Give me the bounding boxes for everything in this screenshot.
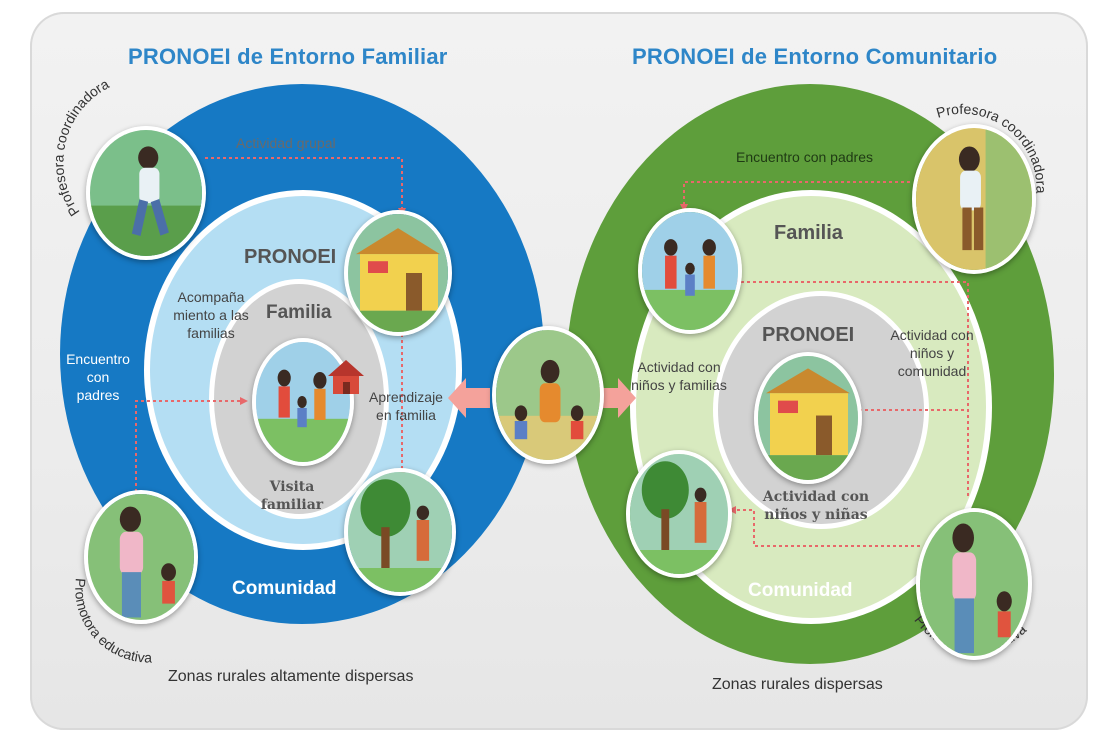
photo-school-building [754,352,862,484]
left-actividad-grupal: Actividad grupal [236,135,336,151]
photo-teacher-walking [912,124,1036,274]
photo-promoter-woman [84,490,198,624]
left-comunidad-label: Comunidad [232,578,337,599]
left-aprendizaje: Aprendizaje en familia [369,389,443,423]
left-pronoei-label: PRONOEI [244,246,337,268]
left-acompanamiento: Acompaña miento a las familias [173,289,249,341]
photo-community-tree [344,468,456,596]
right-comunidad-label: Comunidad [748,580,853,601]
house-icon [326,358,366,396]
photo-community-tree [626,450,732,578]
photo-promoter-with-children [492,326,604,464]
left-caption: Zonas rurales altamente dispersas [168,668,414,685]
double-arrow-icon [448,378,636,418]
left-encuentro: Encuentro con padres [66,351,130,403]
photo-school-building [344,210,452,336]
right-encuentro: Encuentro con padres [736,149,873,165]
right-pronoei-label: PRONOEI [762,324,855,346]
left-visita: Visita familiar [260,479,324,513]
left-title: PRONOEI de Entorno Familiar [128,44,448,69]
right-actividad-familias: Actividad con niños y familias [631,359,727,393]
photo-promoter-woman [916,508,1032,660]
right-title: PRONOEI de Entorno Comunitario [632,44,998,69]
photo-teacher-walking [86,126,206,260]
photo-family [638,208,742,334]
right-actividad-ninos: Actividad con niños y niñas [762,489,870,523]
right-caption: Zonas rurales dispersas [712,676,883,693]
right-actividad-comunidad: Actividad con niños y comunidad [890,327,974,379]
right-familia-label: Familia [774,222,843,244]
left-familia-label: Familia [266,302,332,323]
